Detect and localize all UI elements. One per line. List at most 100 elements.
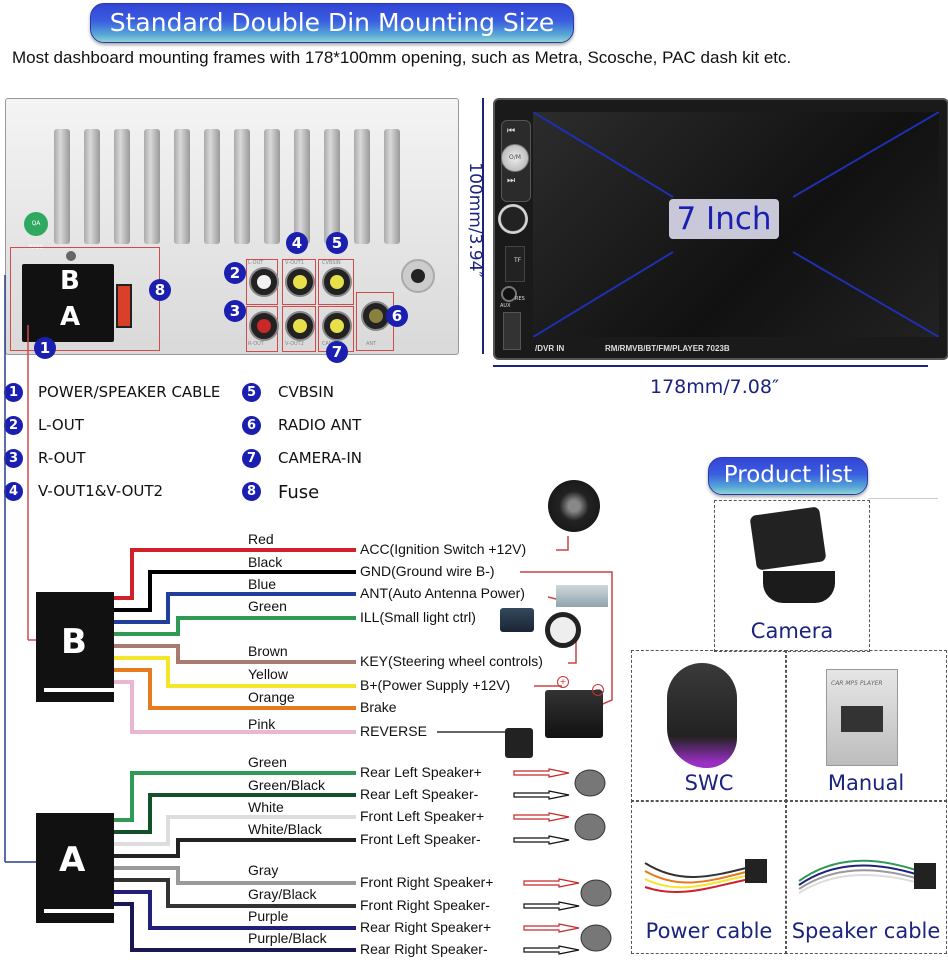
reverse-camera-icon bbox=[505, 728, 533, 758]
product-power-cable: Power cable bbox=[631, 800, 787, 954]
heatsink-fin bbox=[384, 129, 400, 244]
wire-function-label: B+(Power Supply +12V) bbox=[360, 677, 511, 693]
legend-label-8: Fuse bbox=[278, 482, 320, 503]
ignition-switch-icon bbox=[548, 480, 600, 532]
legend-label-7: CAMERA-IN bbox=[278, 449, 362, 467]
wire-function-label: Rear Right Speaker+ bbox=[360, 919, 492, 935]
height-dimension-line bbox=[482, 98, 484, 354]
harness-b-block: B bbox=[36, 592, 114, 702]
camera-mount-icon bbox=[763, 571, 835, 603]
wire-a-green-black bbox=[114, 793, 356, 834]
wire-b-pink bbox=[114, 680, 356, 734]
wire-a-purple-black bbox=[114, 902, 356, 952]
wire-color-label: White bbox=[248, 799, 284, 815]
fuse bbox=[116, 284, 132, 328]
speaker-icon bbox=[580, 924, 612, 952]
battery-plus-icon: + bbox=[557, 676, 569, 688]
product-swc-label: SWC bbox=[684, 771, 734, 795]
legend-number-1: 1 bbox=[4, 383, 23, 402]
wire-color-label: Gray/Black bbox=[248, 886, 317, 902]
wire-a-gray bbox=[114, 866, 356, 885]
heatsink-fin bbox=[234, 129, 250, 244]
callout-2: 2 bbox=[224, 262, 246, 284]
positive-arrow-icon bbox=[513, 768, 570, 778]
positive-arrow-icon bbox=[513, 812, 570, 822]
product-power-cable-label: Power cable bbox=[645, 919, 773, 943]
port-label-v-out1: V-OUT1 bbox=[285, 260, 304, 266]
wire-function-label: GND(Ground wire B-) bbox=[360, 563, 495, 579]
header-title-banner: Standard Double Din Mounting Size bbox=[90, 3, 574, 43]
wire-color-label: Pink bbox=[248, 716, 276, 732]
manual-icon: CAR MP5 PLAYER bbox=[826, 669, 898, 766]
heatsink-fin bbox=[84, 129, 100, 244]
key-connector-line bbox=[568, 640, 577, 664]
front-panel: ⏮ O/M ⏭ TF RES AUX 7 Inch /DVR IN RM/RMV… bbox=[493, 98, 948, 360]
legend-label-5: CVBSIN bbox=[278, 383, 334, 401]
steering-wheel-icon bbox=[545, 612, 581, 648]
speaker-cable-icon bbox=[798, 859, 936, 894]
rca-v-out2 bbox=[285, 311, 315, 341]
harness-a-latch bbox=[44, 909, 114, 913]
wire-function-label: Front Left Speaker+ bbox=[360, 808, 485, 824]
wire-b-brown bbox=[114, 644, 356, 664]
tf-card-slot: TF bbox=[505, 246, 525, 282]
model-label: RM/RMVB/BT/FM/PLAYER 7023B bbox=[605, 344, 730, 353]
wire-function-label: KEY(Steering wheel controls) bbox=[360, 653, 543, 669]
wire-color-label: Brown bbox=[248, 643, 288, 659]
manual-screen-image bbox=[841, 706, 883, 732]
legend-number-7: 7 bbox=[242, 449, 261, 468]
wire-function-label: Front Right Speaker- bbox=[360, 897, 490, 913]
rca-camera bbox=[322, 311, 352, 341]
volume-knob[interactable] bbox=[498, 204, 528, 234]
wire-color-label: Green bbox=[248, 754, 287, 770]
headlight-icon bbox=[500, 608, 534, 632]
wire-a-gray-black bbox=[114, 878, 356, 908]
wire-b-yellow bbox=[114, 656, 356, 688]
intro-text: Most dashboard mounting frames with 178*… bbox=[12, 48, 792, 67]
legend-label-1: POWER/SPEAKER CABLE bbox=[38, 383, 221, 401]
port-label-v-out2: V-OUT2 bbox=[285, 341, 304, 347]
wire-a-white bbox=[114, 815, 356, 846]
prev-button[interactable]: ⏮ bbox=[507, 126, 516, 136]
port-label-cvbsin: CVBSIN bbox=[322, 260, 341, 266]
screen-size-badge: 7 Inch bbox=[669, 199, 779, 239]
callout-6: 6 bbox=[386, 305, 408, 327]
power-cable-icon bbox=[644, 859, 767, 894]
wire-color-label: Black bbox=[248, 554, 283, 570]
legend-label-6: RADIO ANT bbox=[278, 416, 362, 434]
heatsink-fin bbox=[354, 129, 370, 244]
harness-a-label: A bbox=[59, 840, 86, 880]
next-button[interactable]: ⏭ bbox=[507, 176, 516, 186]
positive-arrow-icon bbox=[523, 878, 580, 888]
touch-screen: 7 Inch bbox=[533, 112, 939, 337]
callout-7: 7 bbox=[326, 341, 348, 363]
wire-function-label: Front Right Speaker+ bbox=[360, 874, 494, 890]
heatsink-fin bbox=[114, 129, 130, 244]
wire-function-label: Rear Left Speaker- bbox=[360, 786, 479, 802]
legend-label-3: R-OUT bbox=[38, 449, 86, 467]
aux-label: AUX bbox=[500, 303, 511, 309]
manual-cover-text: CAR MP5 PLAYER bbox=[831, 680, 883, 687]
battery-minus-icon: − bbox=[592, 684, 604, 696]
power-mute-button[interactable]: O/M bbox=[501, 144, 529, 172]
callout-3: 3 bbox=[224, 300, 246, 322]
rca-cvbsin bbox=[322, 267, 352, 297]
ground-connector-line bbox=[520, 571, 613, 707]
wire-b-red bbox=[114, 548, 356, 600]
diagonal-line bbox=[792, 112, 939, 198]
divider bbox=[868, 498, 938, 499]
wire-b-orange bbox=[114, 668, 356, 710]
heatsink-fin bbox=[54, 129, 70, 244]
legend-number-3: 3 bbox=[4, 449, 23, 468]
aux-jack bbox=[501, 286, 517, 302]
ant-port bbox=[361, 301, 391, 331]
header-title: Standard Double Din Mounting Size bbox=[109, 8, 555, 37]
product-camera: Camera bbox=[714, 500, 870, 652]
wire-b-green bbox=[114, 616, 356, 636]
product-speaker-cable-label: Speaker cable bbox=[791, 919, 941, 943]
port-label-l-out: L-OUT bbox=[248, 260, 264, 266]
port-box-cvbsin bbox=[318, 259, 354, 305]
negative-arrow-icon bbox=[513, 835, 570, 845]
legend-number-4: 4 bbox=[4, 482, 23, 501]
reset-button[interactable]: RES bbox=[515, 296, 525, 302]
